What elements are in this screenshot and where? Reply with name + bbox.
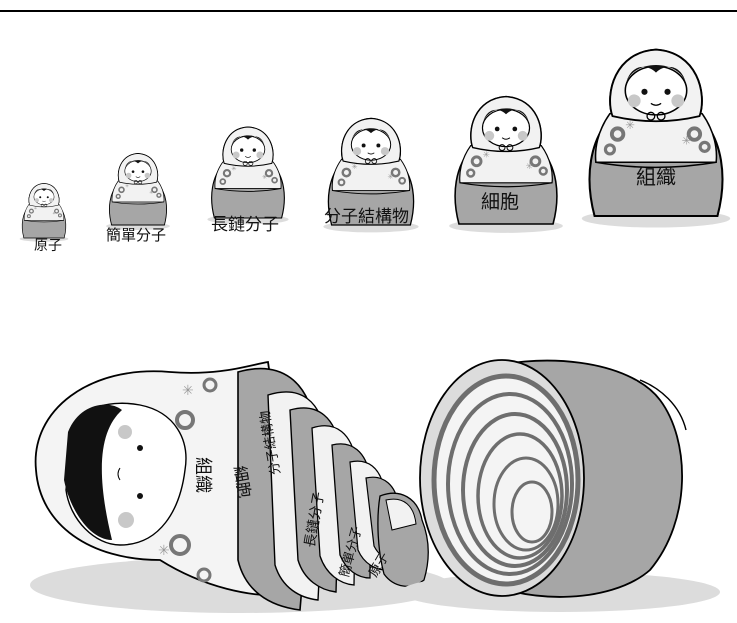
doll-label-simple-molecule: 簡單分子 [106, 226, 166, 244]
nested-dolls-open: ✳ ✳ [30, 360, 450, 613]
svg-text:✳: ✳ [158, 543, 170, 559]
nested-label-tissue: 組織 [192, 457, 213, 493]
svg-text:✳: ✳ [182, 383, 194, 399]
doll-label-tissue: 組織 [636, 165, 676, 189]
doll-label-molecular-structure: 分子結構物 [324, 207, 409, 227]
open-doll-base [400, 359, 720, 612]
doll-tissue [579, 47, 733, 230]
doll-label-cell: 細胞 [481, 191, 519, 213]
doll-long-chain-molecule [206, 125, 290, 226]
doll-label-atom: 原子 [34, 238, 62, 254]
doll-atom [19, 182, 69, 243]
top-rule [0, 10, 737, 12]
doll-simple-molecule [105, 152, 171, 231]
doll-label-long-chain-molecule: 長鏈分子 [211, 215, 279, 235]
